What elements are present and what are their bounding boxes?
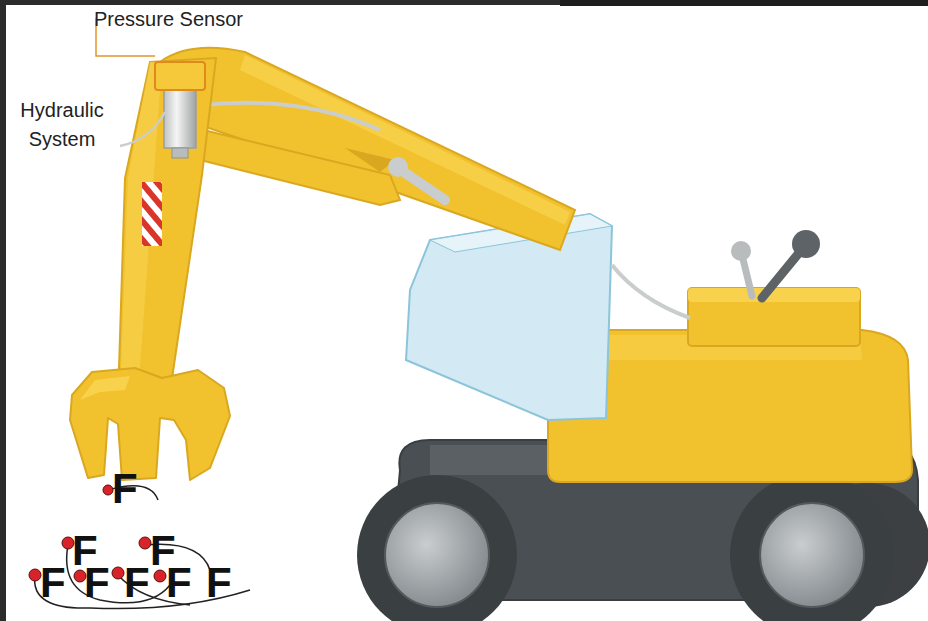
frame-edge — [0, 0, 6, 621]
hose — [205, 103, 380, 130]
warning-stripes — [142, 182, 162, 246]
wheel-hub — [385, 503, 489, 607]
part-letter: F — [84, 562, 124, 604]
hydraulic-cylinder — [164, 90, 196, 148]
callout-label: Hydraulic System — [12, 96, 112, 154]
frame-edge — [0, 0, 928, 5]
part-letter: F — [166, 562, 206, 604]
contact-dot — [139, 537, 151, 549]
hose — [612, 265, 690, 318]
leader-line — [120, 112, 165, 146]
boom-highlight — [240, 55, 570, 225]
piston-end — [388, 157, 408, 177]
lever-knob — [792, 230, 820, 258]
stick-highlight — [120, 62, 162, 398]
part-letter: F — [112, 468, 152, 510]
grapple-claw — [70, 368, 230, 480]
operator-cab — [406, 214, 612, 420]
boom-brace — [195, 128, 400, 205]
part-letter: F — [206, 562, 246, 604]
contact-dot — [154, 570, 166, 582]
contact-dot — [112, 567, 124, 579]
claw-highlight — [80, 376, 130, 400]
boom-arm — [160, 48, 575, 250]
stick-arm — [118, 58, 216, 400]
part-letter: F — [124, 562, 164, 604]
contact-dot — [29, 569, 41, 581]
cylinder-cap — [172, 148, 188, 158]
frame-edge — [560, 0, 928, 6]
lever-knob — [731, 241, 751, 261]
part-letter: F — [40, 562, 80, 604]
contact-dot — [103, 485, 113, 495]
engine-box — [688, 288, 860, 346]
contact-dot — [62, 537, 74, 549]
wheel — [357, 475, 517, 621]
wheel — [730, 473, 894, 621]
part-wires — [35, 486, 250, 609]
contact-dot — [74, 570, 86, 582]
contact-dots — [29, 485, 166, 582]
callout-label: Pressure Sensor — [94, 5, 314, 34]
pressure-sensor — [155, 62, 205, 90]
wheel-hub — [760, 503, 864, 607]
control-lever — [742, 255, 752, 296]
control-lever — [762, 248, 803, 298]
boom-shadow — [345, 148, 395, 172]
